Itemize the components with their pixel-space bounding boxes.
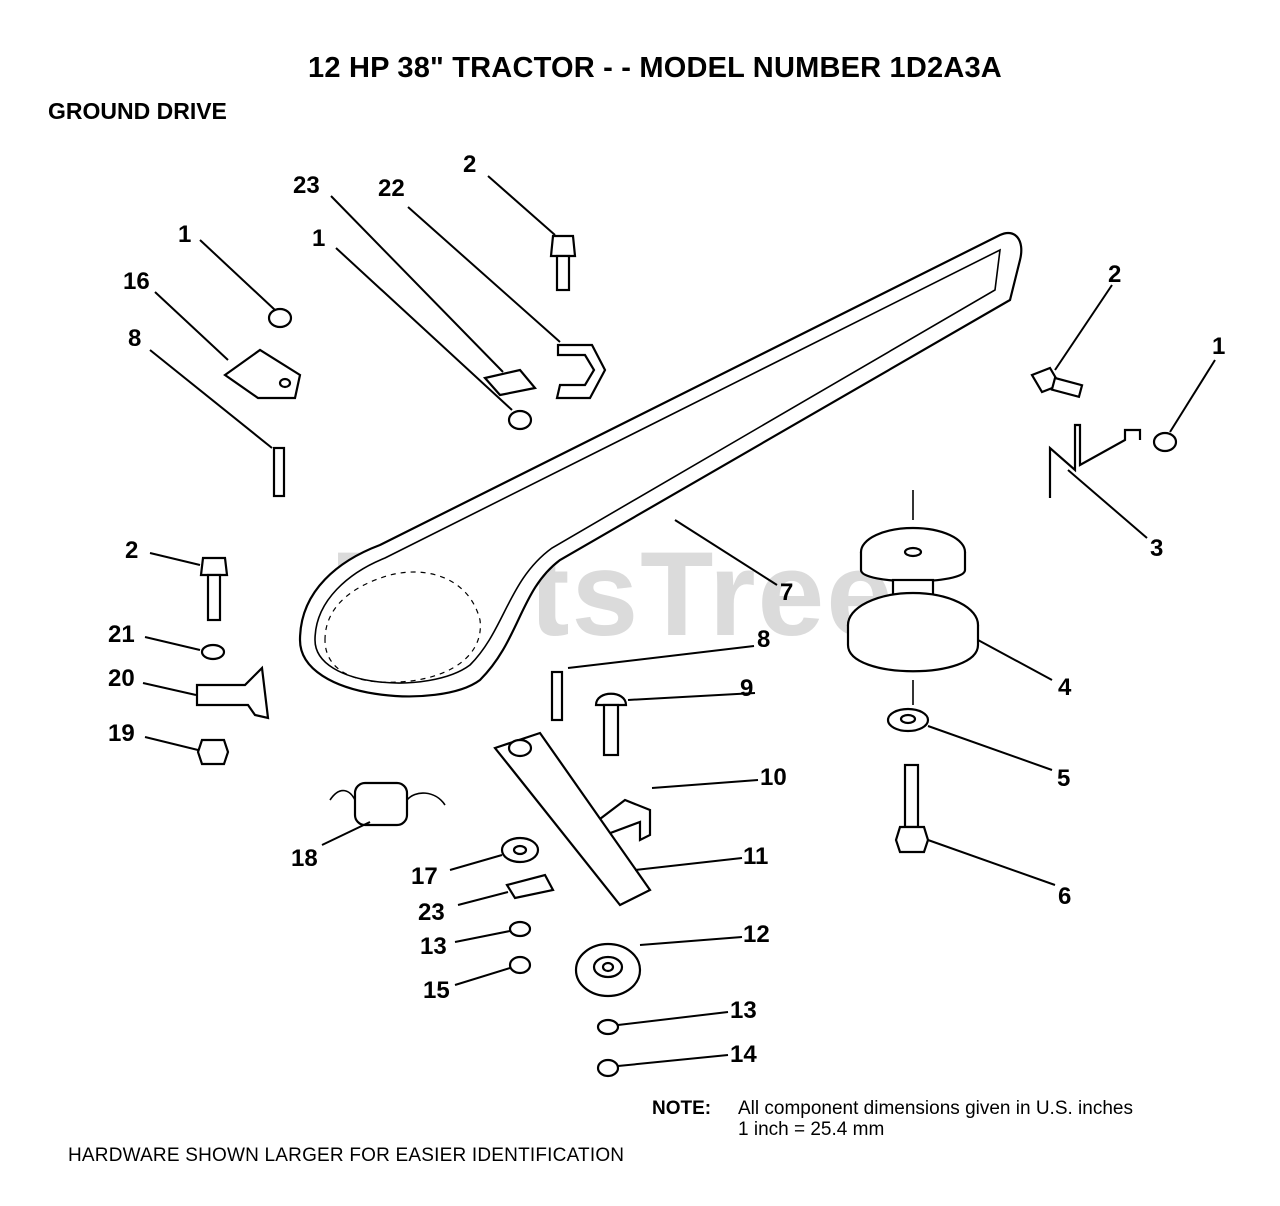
washer-17[interactable] (500, 836, 540, 864)
carriage-bolt-9[interactable] (594, 692, 628, 757)
callout-7: 7 (780, 579, 793, 606)
callout-18: 18 (291, 845, 318, 872)
stud-8-center[interactable] (550, 670, 564, 722)
callout-4: 4 (1058, 674, 1072, 701)
note-label: NOTE: (652, 1098, 712, 1119)
leader-lines (142, 175, 1216, 1067)
stud-8-left[interactable] (272, 446, 286, 498)
hardware-footnote: HARDWARE SHOWN LARGER FOR EASIER IDENTIF… (68, 1145, 625, 1166)
section-title: GROUND DRIVE (48, 98, 227, 124)
washer-13-right[interactable] (596, 1018, 620, 1036)
callout-1: 1 (178, 221, 191, 248)
callout-9: 9 (740, 675, 753, 702)
callout-8: 8 (128, 325, 141, 352)
callout-2: 2 (125, 537, 138, 564)
note-line-2: 1 inch = 25.4 mm (738, 1119, 885, 1140)
callout-22: 22 (378, 175, 405, 202)
bolt-2-left[interactable] (199, 556, 229, 622)
clip-23-lower[interactable] (505, 873, 555, 900)
spring-18[interactable] (329, 781, 446, 827)
callout-13: 13 (420, 933, 447, 960)
note-line-1: All component dimensions given in U.S. i… (738, 1098, 1133, 1119)
diagram-title: 12 HP 38" TRACTOR - - MODEL NUMBER 1D2A3… (308, 52, 1002, 84)
callout-1: 1 (312, 225, 325, 252)
shift-rod[interactable] (1048, 423, 1142, 498)
callout-19: 19 (108, 720, 135, 747)
drive-belt[interactable] (298, 232, 1023, 698)
washer-21[interactable] (200, 643, 226, 661)
callout-11: 11 (743, 843, 768, 870)
engine-pulley[interactable] (846, 490, 980, 705)
idler-pulley-12[interactable] (574, 942, 642, 998)
callout-13: 13 (730, 997, 757, 1024)
bracket-16[interactable] (223, 348, 302, 400)
bolt-2-top[interactable] (549, 234, 577, 292)
washer-13-left[interactable] (508, 920, 532, 938)
callout-12: 12 (743, 921, 770, 948)
callout-3: 3 (1150, 535, 1163, 562)
nut-1-top[interactable] (507, 409, 533, 431)
bracket-20[interactable] (195, 665, 270, 720)
nut-19[interactable] (196, 738, 230, 766)
callout-20: 20 (108, 665, 135, 692)
callout-5: 5 (1057, 765, 1070, 792)
dimension-note: NOTE: All component dimensions given in U… (652, 1098, 1133, 1140)
callout-16: 16 (123, 268, 150, 295)
callout-23: 23 (293, 172, 320, 199)
callout-2: 2 (1108, 261, 1121, 288)
bolt-2-right[interactable] (1030, 366, 1084, 399)
callout-23: 23 (418, 899, 445, 926)
washer-5[interactable] (886, 707, 930, 733)
callout-6: 6 (1058, 883, 1071, 910)
nut-1-right[interactable] (1152, 431, 1178, 453)
idler-arm-11[interactable] (493, 731, 652, 907)
nut-15[interactable] (508, 955, 532, 975)
bolt-6[interactable] (894, 763, 930, 854)
callout-14: 14 (730, 1041, 757, 1068)
belt-guide-22[interactable] (555, 343, 607, 400)
callout-10: 10 (760, 764, 787, 791)
callout-17: 17 (411, 863, 438, 890)
callout-8: 8 (757, 626, 770, 653)
clip-23-top[interactable] (482, 368, 538, 397)
callouts: 2 23 22 1 1 16 8 2 1 3 7 2 21 20 19 8 9 … (108, 151, 1225, 1068)
callout-1: 1 (1212, 333, 1225, 360)
nut-14[interactable] (596, 1058, 620, 1078)
callout-2: 2 (463, 151, 476, 178)
callout-21: 21 (108, 621, 135, 648)
callout-15: 15 (423, 977, 450, 1004)
nut-1-left[interactable] (267, 307, 293, 329)
